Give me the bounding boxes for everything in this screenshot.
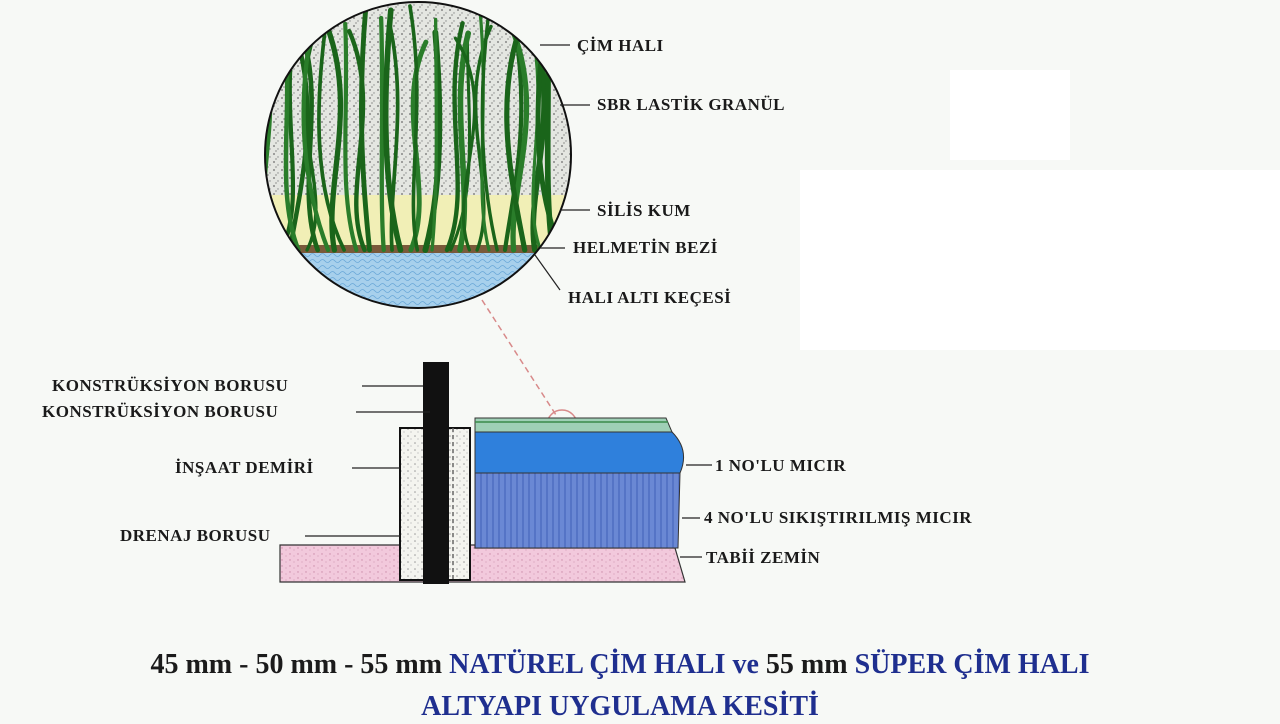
grass-blades [265, 2, 571, 253]
grass-blade [507, 21, 530, 253]
label-felt: HALI ALTI KEÇESİ [568, 288, 732, 307]
caption-super-turf: SÜPER ÇİM HALI [854, 649, 1090, 680]
label-gravel-4: 4 NO'LU SIKIŞTIRILMIŞ MICIR [704, 508, 973, 527]
caption-size-b: 55 mm [765, 649, 848, 680]
grass-blade [301, 14, 331, 253]
label-gravel-1: 1 NO'LU MICIR [715, 456, 847, 475]
caption-size-a: 45 mm - 50 mm - 55 mm [150, 649, 443, 680]
natural-ground-layer [279, 544, 686, 583]
grass-blade [504, 31, 528, 253]
label-rebar: İNŞAAT DEMİRİ [175, 458, 314, 477]
label-construction-pipe-2: KONSTRÜKSİYON BORUSU [42, 402, 279, 421]
turf-surface-layer [474, 417, 673, 433]
label-natural-ground: TABİİ ZEMİN [706, 548, 821, 567]
label-construction-pipe-1: KONSTRÜKSİYON BORUSU [52, 376, 289, 395]
grass-blade [453, 36, 477, 252]
caption-natural-turf: NATÜREL ÇİM HALI ve [449, 649, 759, 680]
grass-blade [382, 7, 404, 253]
grass-blade [343, 21, 359, 253]
grass-blade [317, 17, 346, 252]
grass-blade [378, 15, 386, 253]
grass-blade [359, 4, 372, 253]
grass-blade [430, 17, 438, 252]
leader-lines [305, 44, 712, 558]
caption-line-1: 45 mm - 50 mm - 55 mm NATÜREL ÇİM HALI v… [30, 648, 1210, 682]
label-sbr-granule: SBR LASTİK GRANÜL [597, 95, 785, 114]
background-panel [950, 70, 1070, 160]
label-turf: ÇİM HALI [577, 36, 664, 55]
magnified-detail [265, 2, 571, 308]
grass-blade [480, 12, 499, 252]
label-drainage-pipe: DRENAJ BORUSU [120, 526, 271, 545]
detail-leader-line [481, 299, 557, 416]
label-silica-sand: SİLİS KUM [597, 201, 691, 220]
background-panel [800, 170, 1280, 350]
grass-blade [408, 4, 420, 252]
construction-pipe [423, 362, 449, 584]
grass-blade [444, 21, 465, 253]
grass-blade [387, 21, 400, 252]
label-helmetin: HELMETİN BEZİ [573, 238, 718, 257]
grass-blade [473, 24, 493, 252]
grass-blade [324, 24, 344, 253]
grass-blade [302, 40, 321, 253]
gravel-1-layer [474, 431, 685, 474]
compacted-gravel-4-layer [474, 472, 681, 549]
caption-line-2: ALTYAPI UYGULAMA KESİTİ [421, 691, 819, 722]
detail-circle-outline [264, 1, 572, 309]
